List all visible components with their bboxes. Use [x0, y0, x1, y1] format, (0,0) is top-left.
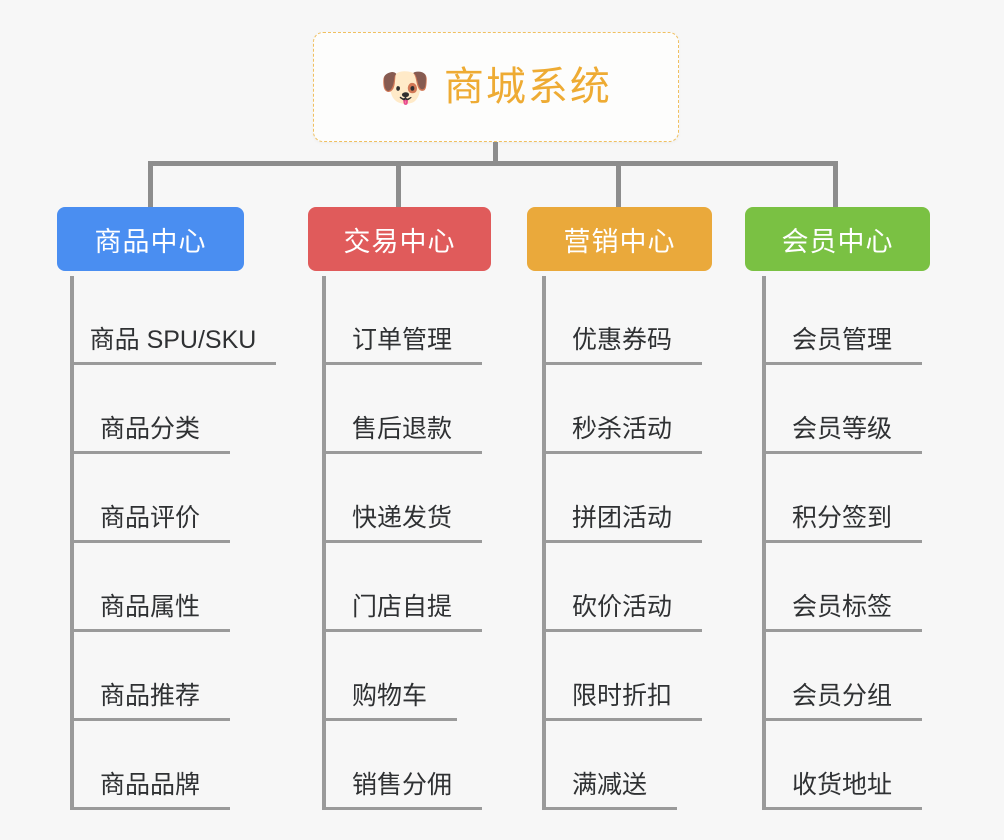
leaf-item[interactable]: 商品分类 [70, 365, 230, 454]
leaf-item[interactable]: 砍价活动 [542, 543, 702, 632]
leaf-label: 售后退款 [351, 414, 452, 443]
leaf-item[interactable]: 满减送 [542, 721, 677, 810]
category-box-trade-center[interactable]: 交易中心 [308, 207, 491, 271]
leaf-label: 积分签到 [791, 503, 892, 532]
leaf-label: 销售分佣 [351, 770, 452, 799]
leaf-label: 会员管理 [791, 325, 892, 354]
leaf-item[interactable]: 商品 SPU/SKU [70, 276, 276, 365]
leaf-item[interactable]: 商品评价 [70, 454, 230, 543]
leaf-label: 商品 SPU/SKU [89, 325, 257, 354]
branch-drop-line-4 [833, 161, 838, 209]
leaf-item[interactable]: 订单管理 [322, 276, 482, 365]
root-node[interactable]: 🐶 商城系统 [313, 32, 679, 142]
leaf-label: 拼团活动 [571, 503, 672, 532]
column-spine-line [542, 276, 546, 810]
column-spine-line [322, 276, 326, 810]
category-box-product-center[interactable]: 商品中心 [57, 207, 244, 271]
leaf-label: 限时折扣 [571, 681, 672, 710]
leaf-label: 收货地址 [791, 770, 892, 799]
leaf-item[interactable]: 会员等级 [762, 365, 922, 454]
leaf-label: 商品属性 [99, 592, 200, 621]
leaf-label: 商品评价 [99, 503, 200, 532]
leaf-label: 快递发货 [351, 503, 452, 532]
leaf-item[interactable]: 会员分组 [762, 632, 922, 721]
leaf-label: 砍价活动 [571, 592, 672, 621]
leaf-item[interactable]: 优惠券码 [542, 276, 702, 365]
leaf-item[interactable]: 售后退款 [322, 365, 482, 454]
trunk-line [148, 161, 836, 166]
leaf-label: 门店自提 [351, 592, 452, 621]
leaf-label: 秒杀活动 [571, 414, 672, 443]
leaf-item[interactable]: 商品属性 [70, 543, 230, 632]
leaf-item[interactable]: 会员管理 [762, 276, 922, 365]
leaf-label: 商品推荐 [99, 681, 200, 710]
leaf-label: 订单管理 [351, 325, 452, 354]
category-box-marketing-center[interactable]: 营销中心 [527, 207, 712, 271]
leaf-item[interactable]: 收货地址 [762, 721, 922, 810]
leaf-item[interactable]: 商品品牌 [70, 721, 230, 810]
column-spine-line [762, 276, 766, 810]
leaf-item[interactable]: 限时折扣 [542, 632, 702, 721]
root-stem-line [493, 142, 498, 164]
category-label: 营销中心 [563, 226, 676, 257]
category-label: 商品中心 [94, 226, 207, 257]
root-title: 商城系统 [443, 65, 612, 109]
leaf-label: 会员等级 [791, 414, 892, 443]
leaf-item[interactable]: 秒杀活动 [542, 365, 702, 454]
leaf-item[interactable]: 门店自提 [322, 543, 482, 632]
category-label: 会员中心 [781, 226, 894, 257]
leaf-item[interactable]: 销售分佣 [322, 721, 482, 810]
leaf-item[interactable]: 快递发货 [322, 454, 482, 543]
leaf-item[interactable]: 积分签到 [762, 454, 922, 543]
leaf-label: 会员标签 [791, 592, 892, 621]
leaf-label: 购物车 [351, 681, 427, 710]
leaf-label: 商品分类 [99, 414, 200, 443]
leaf-label: 商品品牌 [99, 770, 200, 799]
branch-drop-line-2 [396, 161, 401, 209]
dog-face-icon: 🐶 [380, 66, 430, 110]
leaf-label: 优惠券码 [571, 325, 672, 354]
branch-drop-line-1 [148, 161, 153, 209]
category-label: 交易中心 [343, 226, 456, 257]
leaf-item[interactable]: 拼团活动 [542, 454, 702, 543]
leaf-item[interactable]: 商品推荐 [70, 632, 230, 721]
category-box-member-center[interactable]: 会员中心 [745, 207, 930, 271]
leaf-label: 满减送 [571, 770, 647, 799]
leaf-item[interactable]: 购物车 [322, 632, 457, 721]
leaf-item[interactable]: 会员标签 [762, 543, 922, 632]
leaf-label: 会员分组 [791, 681, 892, 710]
branch-drop-line-3 [616, 161, 621, 209]
column-spine-line [70, 276, 74, 810]
